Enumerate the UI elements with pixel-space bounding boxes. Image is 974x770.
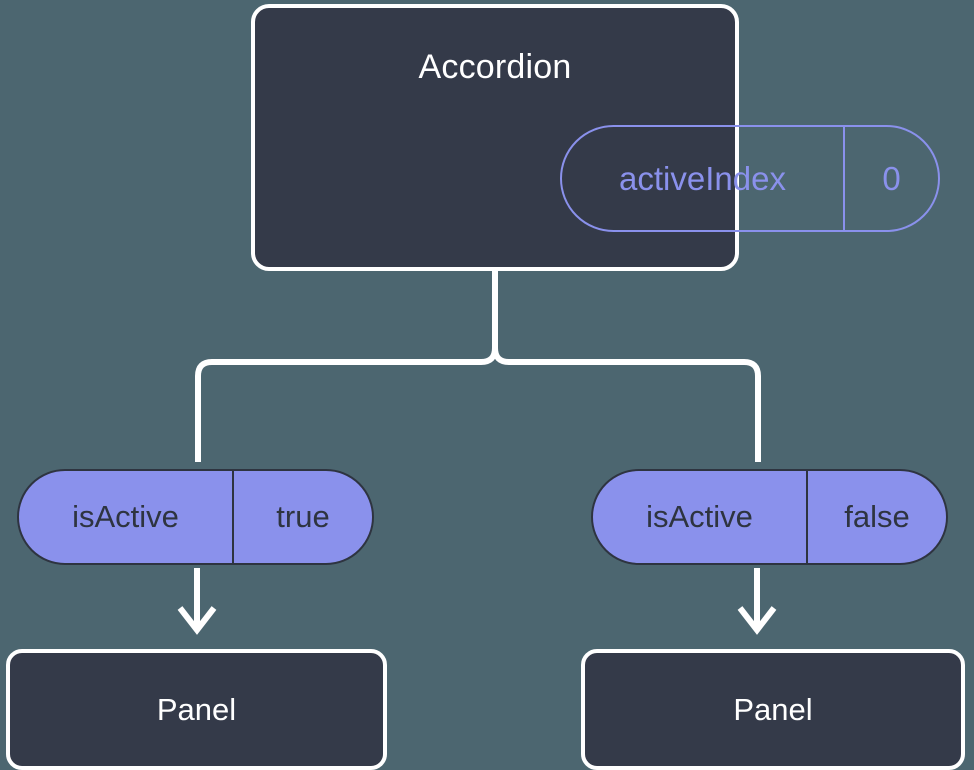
prop-pill-divider	[806, 471, 808, 563]
state-pill-divider	[843, 127, 845, 230]
state-pill-key: activeIndex	[619, 159, 786, 197]
prop-pill-key: isActive	[646, 499, 753, 534]
panel-node-title: Panel	[733, 692, 813, 727]
prop-pill-is-active-true[interactable]: isActive true	[17, 469, 374, 565]
panel-node-right[interactable]: Panel	[581, 649, 965, 770]
prop-pill-value: false	[844, 499, 910, 534]
panel-node-left[interactable]: Panel	[6, 649, 387, 770]
accordion-node[interactable]: Accordion activeIndex 0	[251, 4, 940, 271]
prop-pill-value: true	[276, 499, 330, 534]
prop-pill-divider	[232, 471, 234, 563]
prop-pill-key: isActive	[72, 499, 179, 534]
accordion-node-title: Accordion	[418, 48, 572, 86]
state-pill-active-index[interactable]: activeIndex 0	[560, 125, 940, 232]
state-pill-value: 0	[882, 159, 901, 197]
panel-node-title: Panel	[156, 692, 237, 727]
prop-pill-is-active-false[interactable]: isActive false	[591, 469, 948, 565]
